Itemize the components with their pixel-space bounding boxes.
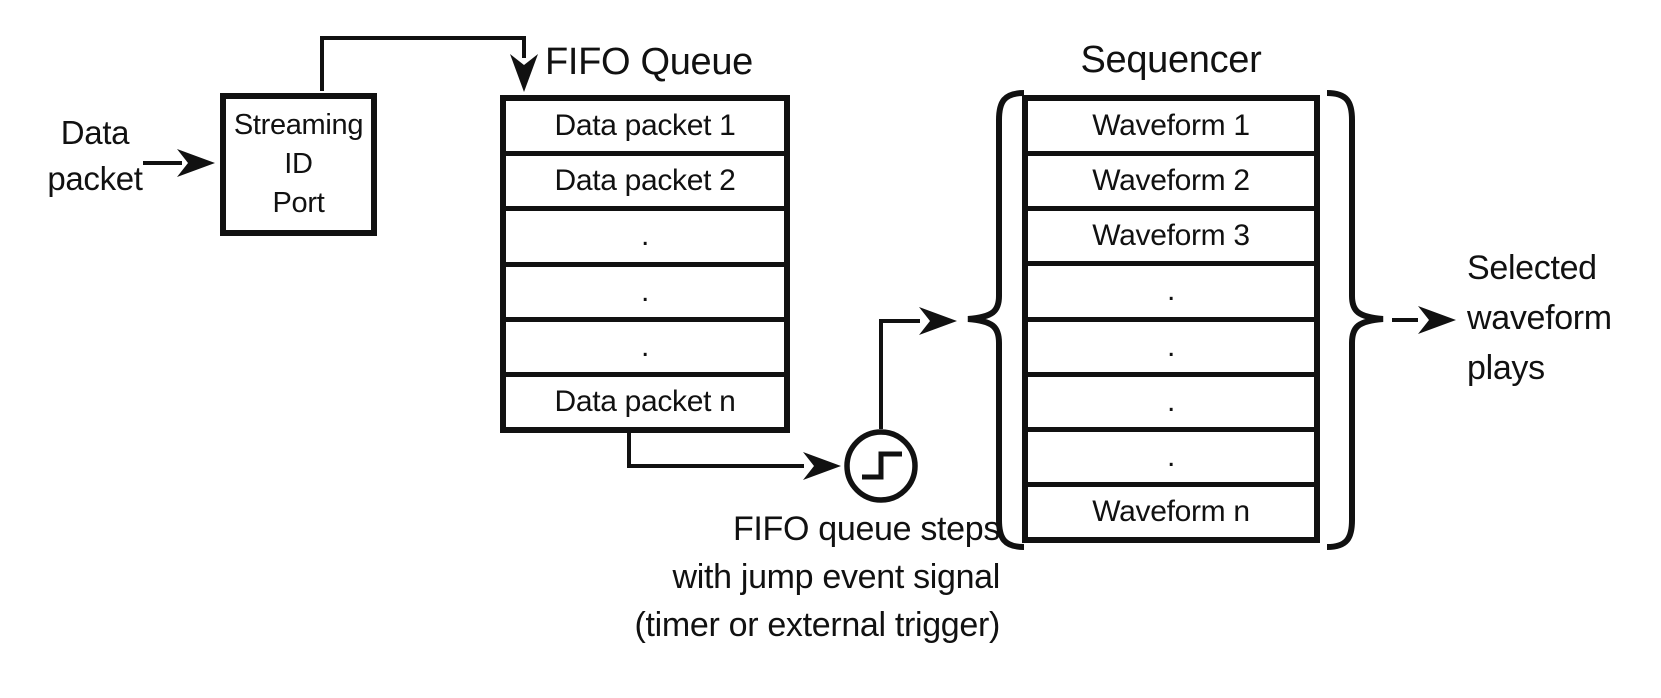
fifo-row: Data packet 1	[506, 101, 784, 157]
jump-event-caption: FIFO queue steps with jump event signal …	[634, 510, 1001, 644]
arrowhead-fifo-to-trigger	[803, 452, 841, 480]
input-label: Data packet	[47, 114, 143, 197]
step-signal-icon	[862, 451, 902, 480]
fifo-queue-title: FIFO Queue	[545, 41, 753, 83]
arrowhead-data-to-port	[177, 149, 215, 177]
sequencer-left-brace	[967, 90, 1025, 550]
sequencer-title: Sequencer	[1080, 39, 1262, 81]
sequencer-box: Waveform 1 Waveform 2 Waveform 3 . . . .…	[1022, 95, 1320, 543]
arrowhead-port-to-fifo	[510, 54, 538, 92]
fifo-row: .	[506, 211, 784, 267]
sequencer-row: Waveform n	[1092, 494, 1250, 528]
sequencer-row: .	[1028, 266, 1314, 322]
sequencer-right-brace	[1326, 90, 1384, 550]
sequencer-row: Waveform 1	[1028, 101, 1314, 157]
arrow-trigger-to-sequencer	[879, 319, 920, 429]
arrow-fifo-to-trigger	[627, 432, 804, 468]
arrowhead-trigger-to-sequencer	[919, 307, 957, 335]
sequencer-row: .	[1028, 377, 1314, 432]
streaming-id-port-label: Streaming ID Port	[233, 109, 364, 219]
fifo-row: .	[506, 322, 784, 377]
streaming-id-port-box: Streaming ID Port	[220, 93, 377, 236]
fifo-row: Data packet n	[554, 384, 736, 418]
fifo-queue-box: Data packet 1 Data packet 2 . . . Data p…	[500, 95, 790, 433]
sequencer-row: Waveform 3	[1028, 211, 1314, 267]
sequencer-row: Waveform 2	[1028, 156, 1314, 212]
sequencer-row: .	[1028, 322, 1314, 377]
arrow-port-to-fifo	[320, 36, 526, 91]
arrowhead-sequencer-to-output	[1418, 306, 1456, 334]
fifo-row: .	[506, 267, 784, 322]
output-label: Selected waveform plays	[1467, 249, 1612, 387]
sequencer-row: .	[1028, 432, 1314, 487]
fifo-row: Data packet 2	[506, 156, 784, 212]
